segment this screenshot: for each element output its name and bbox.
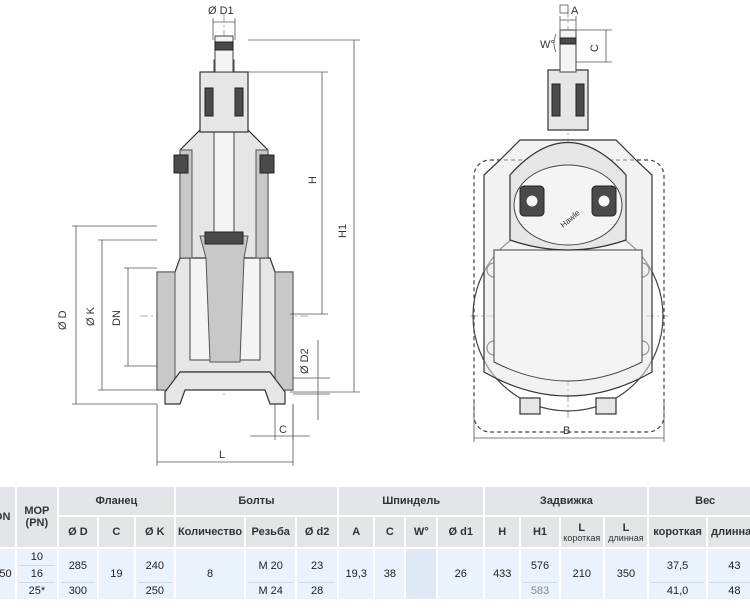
d-dimension-label: Ø D <box>57 310 69 330</box>
weight-long-header: длинная <box>707 517 750 547</box>
weight-group-header: Вес <box>649 487 750 515</box>
count-value: 8 <box>175 549 245 599</box>
c-top-dimension-label: C <box>589 44 601 52</box>
c2-value: 38 <box>375 549 405 599</box>
h1-dimension-label: H1 <box>337 224 349 238</box>
weight-short-header: короткая <box>649 517 706 547</box>
pn-value: 25* <box>28 585 46 597</box>
weight-long-values: 43 48 <box>707 549 750 599</box>
weight-short-value: 41,0 <box>666 584 689 597</box>
c2-header: C <box>375 517 405 547</box>
l-short-header-label: L <box>578 521 586 534</box>
l-long-header-label: L <box>622 521 630 534</box>
table-row: 150 10 16 25* 285 300 19 240 250 8 M 20 … <box>0 549 750 599</box>
valve-technical-drawing: Ø D1 H H1 Ø D Ø K DN Ø D2 C <box>57 4 668 466</box>
l-long-header: L длинная <box>604 517 648 547</box>
count-header: Количество <box>175 517 245 547</box>
mop-header-sub: (PN) <box>25 517 49 529</box>
d1-value: 26 <box>438 549 484 599</box>
d-value: 300 <box>68 584 88 597</box>
k-value: 240 <box>137 550 172 583</box>
front-view: Hawle A W° C B <box>470 4 668 442</box>
weight-short-value: 37,5 <box>651 550 704 583</box>
l-short-header: L короткая <box>560 517 603 547</box>
d2-value: 28 <box>311 584 324 597</box>
h-dimension-label: H <box>307 176 319 184</box>
pn-value: 16 <box>18 566 55 583</box>
spec-table: DN MOP (PN) Фланец Болты Шпиндель Задвиж… <box>0 485 750 601</box>
dn-dimension-label: DN <box>111 310 123 326</box>
h1-header: H1 <box>521 517 559 547</box>
h1-value: 583 <box>530 584 550 597</box>
k-dimension-label: Ø K <box>85 306 97 326</box>
w-value <box>406 549 437 599</box>
spindle-group-header: Шпиндель <box>338 487 484 515</box>
l-short-value: 210 <box>560 549 603 599</box>
dn-value: 150 <box>0 549 15 599</box>
d2-values: 23 28 <box>297 549 337 599</box>
b-dimension-label: B <box>563 425 570 437</box>
l-short-header-sub: короткая <box>563 532 601 543</box>
c-header: C <box>98 517 134 547</box>
bolts-group-header: Болты <box>175 487 337 515</box>
d2-dimension-label: Ø D2 <box>299 348 311 374</box>
w-angle-label: W° <box>540 39 555 51</box>
mop-header-label: MOP <box>24 505 50 517</box>
k-values: 240 250 <box>135 549 174 599</box>
a-header: A <box>338 517 374 547</box>
h-header: H <box>485 517 520 547</box>
k-value: 250 <box>145 584 165 597</box>
dn-header: DN <box>0 487 15 547</box>
h-value: 433 <box>485 549 520 599</box>
l-long-value: 350 <box>604 549 648 599</box>
w-header: W° <box>406 517 437 547</box>
a-value: 19,3 <box>338 549 374 599</box>
h1-values: 576 583 <box>521 549 559 599</box>
d1-header: Ø d1 <box>438 517 484 547</box>
valve-group-header: Задвижка <box>485 487 648 515</box>
spec-table-container: DN MOP (PN) Фланец Болты Шпиндель Задвиж… <box>0 485 750 610</box>
mop-header: MOP (PN) <box>16 487 57 547</box>
thread-values: M 20 M 24 <box>246 549 296 599</box>
d-header: Ø D <box>58 517 97 547</box>
side-section-view: Ø D1 H H1 Ø D Ø K DN Ø D2 C <box>57 5 360 466</box>
d2-header: Ø d2 <box>297 517 337 547</box>
thread-value: M 24 <box>258 584 283 597</box>
pn-values: 10 16 25* <box>16 549 57 599</box>
thread-header: Резьба <box>246 517 296 547</box>
c-bottom-dimension-label: C <box>279 424 287 436</box>
weight-long-value: 43 <box>709 550 750 583</box>
a-dimension-label: A <box>571 5 579 17</box>
thread-value: M 20 <box>248 550 294 583</box>
d-value: 285 <box>60 550 95 583</box>
c-value: 19 <box>98 549 134 599</box>
flange-group-header: Фланец <box>58 487 174 515</box>
d2-value: 23 <box>299 550 335 583</box>
d-values: 285 300 <box>58 549 97 599</box>
l-long-header-sub: длинная <box>608 532 644 543</box>
d1-dimension-label: Ø D1 <box>208 5 234 17</box>
l-dimension-label: L <box>219 449 225 461</box>
pn-value: 10 <box>18 549 55 566</box>
k-header: Ø K <box>135 517 174 547</box>
weight-short-values: 37,5 41,0 <box>649 549 706 599</box>
h1-value: 576 <box>523 550 557 583</box>
weight-long-value: 48 <box>728 584 741 597</box>
